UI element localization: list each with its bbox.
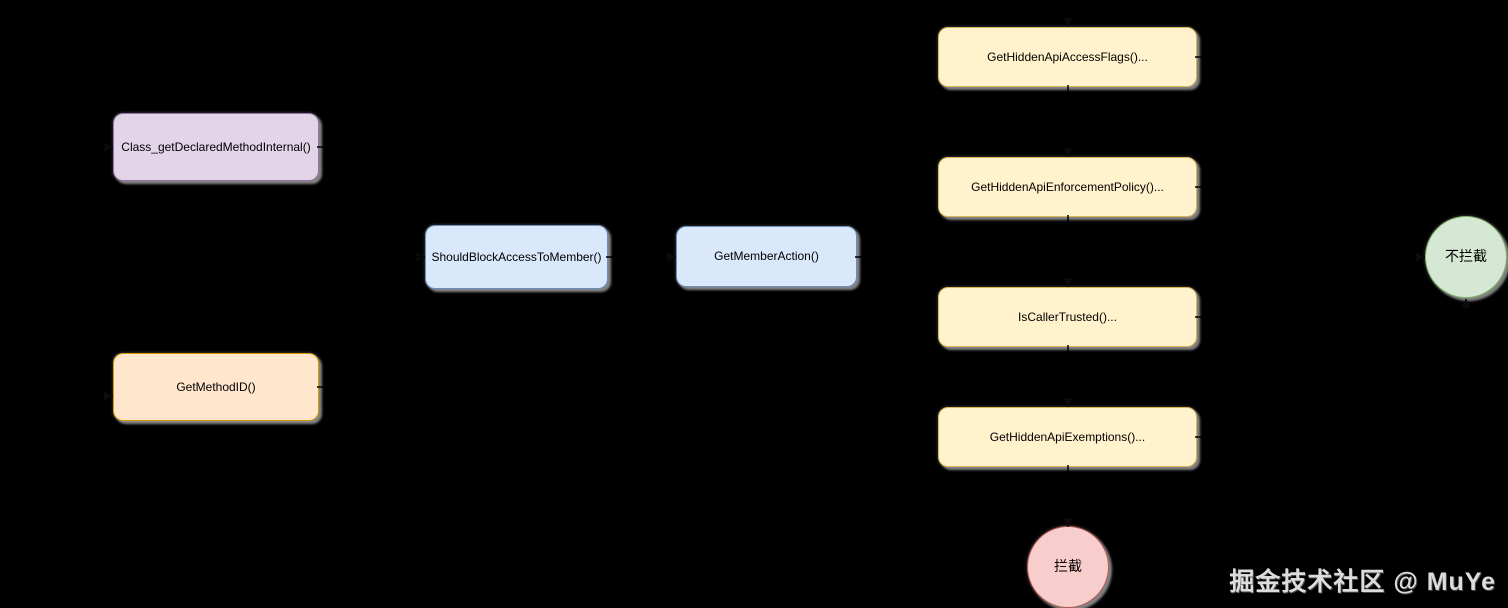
node-shouldblockaccesstomember: ShouldBlockAccessToMember() <box>425 225 608 289</box>
node-no-intercept: 不拦截 <box>1425 216 1507 298</box>
node-iscallertrusted: IsCallerTrusted()... <box>938 287 1197 347</box>
node-intercept: 拦截 <box>1027 526 1109 608</box>
edge-getmethodid-to-shouldblockaccess <box>317 256 425 388</box>
edge-into-class-getdeclaredmethodinternal-arrowhead <box>104 142 113 152</box>
node-gethiddenapiexemptions-label: GetHiddenApiExemptions()... <box>989 429 1146 444</box>
edge-iscallertrusted-to-nointercept <box>1195 257 1321 318</box>
edge-accessflags-to-nointercept <box>1195 56 1425 258</box>
edge-into-getmethodid-arrowhead <box>104 391 113 401</box>
node-shouldblockaccesstomember-label: ShouldBlockAccessToMember() <box>431 249 602 264</box>
edge-accessflags-to-enforcementpolicy-arrowhead <box>1063 148 1073 157</box>
edge-iscallertrusted-to-exemptions-arrowhead <box>1063 398 1073 407</box>
edge-getmemberaction-to-accessflags-arrowhead <box>1063 18 1073 27</box>
node-getmethodid: GetMethodID() <box>113 353 319 421</box>
node-no-intercept-label: 不拦截 <box>1445 248 1487 265</box>
node-gethiddenapiaccessflags-label: GetHiddenApiAccessFlags()... <box>987 49 1148 64</box>
edge-class-to-shouldblockaccess <box>317 146 425 258</box>
watermark: 掘金技术社区 @ MuYe <box>1229 568 1496 596</box>
node-gethiddenapienforcementpolicy: GetHiddenApiEnforcementPolicy()... <box>938 157 1197 217</box>
edge-class-to-shouldblockaccess-arrowhead <box>416 252 425 262</box>
node-intercept-label: 拦截 <box>1054 558 1082 575</box>
node-getmemberaction: GetMemberAction() <box>676 226 857 287</box>
edge-exemptions-to-nointercept <box>1195 299 1467 438</box>
edge-shouldblockaccess-to-getmemberaction-arrowhead <box>667 252 676 262</box>
node-getmemberaction-label: GetMemberAction() <box>714 249 819 263</box>
edge-enforcementpolicy-to-iscallertrusted-arrowhead <box>1063 278 1073 287</box>
node-gethiddenapienforcementpolicy-label: GetHiddenApiEnforcementPolicy()... <box>971 179 1164 194</box>
node-class-getdeclaredmethodinternal-label: Class_getDeclaredMethodInternal() <box>121 139 311 154</box>
edge-enforcementpolicy-to-nointercept <box>1195 186 1321 257</box>
node-getmethodid-label: GetMethodID() <box>176 379 256 394</box>
node-iscallertrusted-label: IsCallerTrusted()... <box>1018 309 1117 324</box>
node-class-getdeclaredmethodinternal: Class_getDeclaredMethodInternal() <box>113 113 319 181</box>
edge-accessflags-to-nointercept-arrowhead <box>1416 252 1425 262</box>
edge-exemptions-to-nointercept-arrowhead <box>1461 299 1471 308</box>
node-gethiddenapiexemptions: GetHiddenApiExemptions()... <box>938 407 1197 467</box>
node-gethiddenapiaccessflags: GetHiddenApiAccessFlags()... <box>938 27 1197 87</box>
